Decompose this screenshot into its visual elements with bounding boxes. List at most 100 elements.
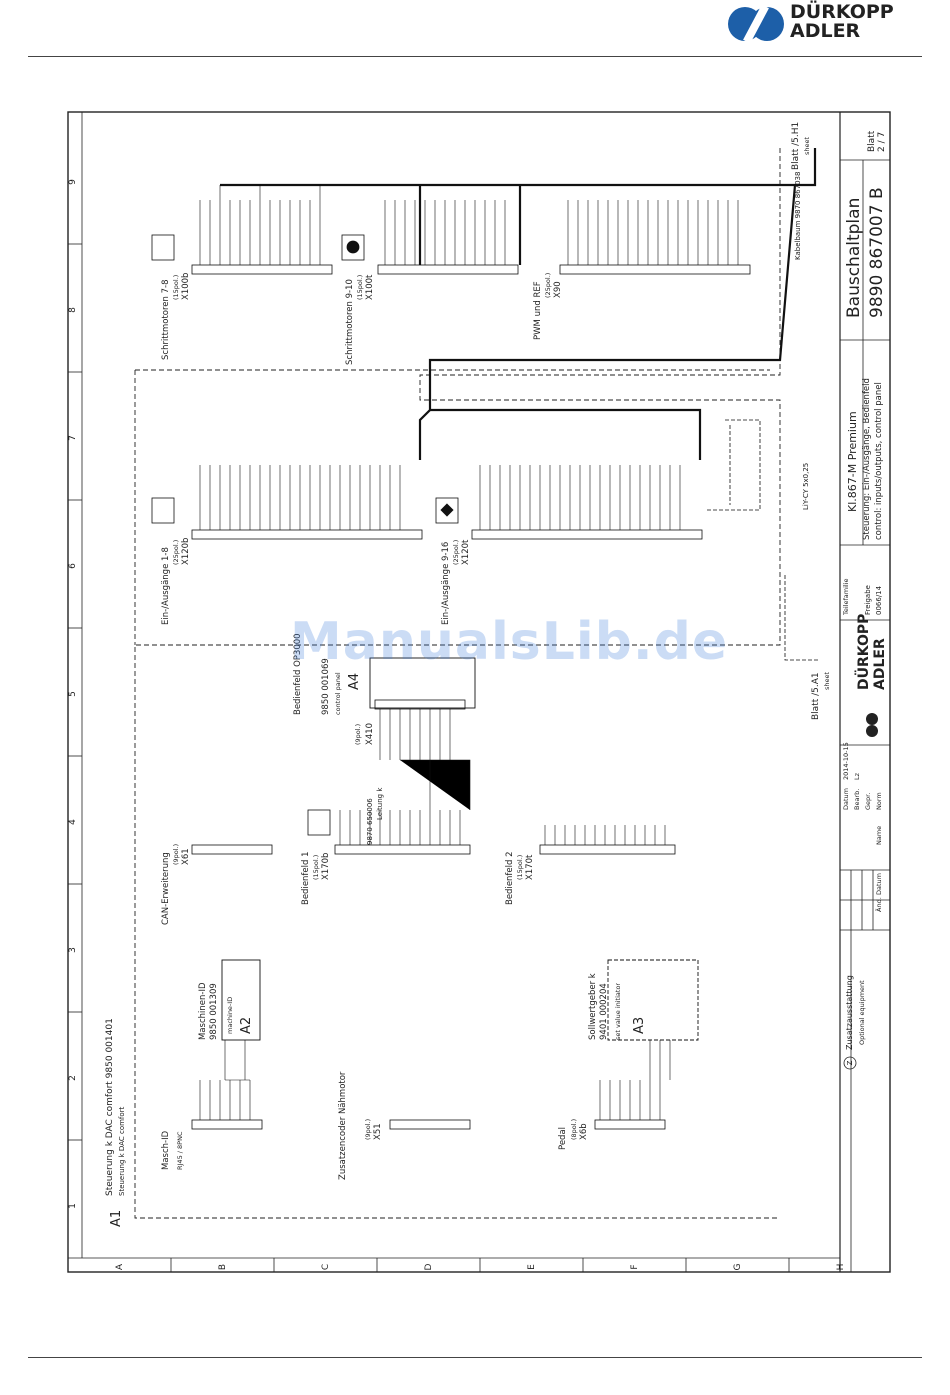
page-header-rule	[28, 56, 922, 57]
optional-note-en: Optional equipment	[858, 980, 866, 1045]
grid-row-labels: A B C D E F G H	[115, 1263, 846, 1270]
brand-logo: DÜRKOPP ADLER	[726, 2, 916, 46]
module-a2-box	[221, 959, 261, 1041]
cable-tree-label: Kabelbaum 9870 867038	[794, 172, 802, 260]
stepper-7-8-title: Schrittmotoren 7-8	[161, 279, 171, 360]
optional-symbol-icon	[843, 1056, 857, 1070]
grid-col-2: 2	[68, 1075, 78, 1081]
grid-ticks	[68, 243, 790, 1272]
can-pol: (9pol.)	[172, 844, 180, 865]
module-boxes	[221, 657, 699, 1041]
encoder-title: Zusatzencoder Nähmotor	[338, 1071, 348, 1180]
module-labels: Maschinen-ID 9850 001309 machine-ID A2 S…	[198, 633, 647, 1040]
panel1-title: Bedienfeld 1	[301, 851, 311, 905]
machine-name: Kl.867-M Premium	[846, 411, 859, 512]
io-1-8-pol: (25pol.)	[172, 540, 180, 565]
controller-a1-labels: A1 Steuerung k DAC comfort 9850 001401 S…	[105, 1018, 126, 1227]
subtitle-de: Steuerung: Ein-/Ausgänge, Bedienfeld	[862, 378, 872, 540]
masch-id-type: RJ45 / 8PNC	[176, 1131, 184, 1170]
a1-id: A1	[109, 1210, 124, 1227]
title-logo-mark-icon	[866, 713, 878, 737]
a4-connector: X410	[365, 723, 375, 745]
module-symbols	[151, 234, 459, 836]
pwm-pol: (25pol.)	[544, 273, 552, 298]
a3-id: A3	[632, 1017, 647, 1034]
a1-title-en: Steuerung k DAC comfort	[118, 1106, 126, 1196]
panel1-pol: (15pol.)	[312, 855, 320, 880]
x100b-module-icon	[151, 234, 175, 261]
brand-logo-mark-icon	[728, 4, 784, 44]
release-label: Freigabe	[864, 585, 872, 615]
ref-to-a1-sub: sheet	[823, 671, 831, 690]
drawing-number: 9890 867007 B	[867, 187, 887, 318]
a2-name: Maschinen-ID	[198, 982, 208, 1040]
io-9-16-id: X120t	[461, 539, 471, 565]
grid-col-3: 3	[68, 947, 78, 953]
encoder-pol: (9pol.)	[364, 1119, 372, 1140]
connector-pin-ticks	[199, 185, 739, 1120]
io-9-16-pol: (25pol.)	[452, 540, 460, 565]
grid-row-c: C	[321, 1264, 331, 1270]
grid-col-6: 6	[68, 563, 78, 569]
connector-titles: Schrittmotoren 7-8 (15pol.) X100b Schrit…	[161, 273, 589, 1180]
stepper-9-10-title: Schrittmotoren 9-10	[345, 279, 355, 365]
sheet-label: Blatt	[867, 130, 877, 152]
x100t-module-icon	[341, 234, 365, 261]
title-logo-line1: DÜRKOPP	[854, 614, 872, 690]
liycy-cable	[705, 419, 820, 661]
title-block	[840, 159, 890, 1272]
edited-value: Lz	[853, 772, 861, 780]
sheet-value: 2 / 7	[877, 132, 887, 152]
ref-to-h1-sub: sheet	[803, 136, 811, 155]
family-label: Teilefamilie	[842, 579, 850, 617]
liycy-label: LiY-CY 5x0,25	[802, 463, 810, 510]
grid-column-labels: 1 2 3 4 5 6 7 8 9	[68, 179, 78, 1209]
a4-sub: control panel	[334, 672, 342, 715]
a2-part: 9850 001309	[209, 983, 219, 1040]
pwm-title: PWM und REF	[533, 281, 543, 340]
pwm-id: X90	[553, 281, 563, 298]
optional-note: Z Zusatzausstattung Optional equipment	[843, 975, 866, 1070]
grid-row-e: E	[527, 1264, 537, 1270]
bus-lines	[220, 148, 817, 460]
a2-id: A2	[239, 1017, 254, 1034]
date-label: Datum	[842, 788, 850, 810]
standard-label: Norm	[875, 792, 883, 810]
x120b-module-icon	[151, 497, 175, 524]
panel2-id: X170t	[525, 854, 535, 880]
module-a4-box	[369, 657, 476, 709]
masch-id-title: Masch-ID	[161, 1130, 171, 1170]
grid-row-d: D	[424, 1263, 434, 1270]
grid-col-8: 8	[68, 307, 78, 313]
change-label: Änd.	[874, 897, 883, 912]
brand-logo-line2: ADLER	[790, 20, 861, 42]
optional-symbol: Z	[846, 1060, 854, 1065]
connector-x90	[559, 264, 751, 275]
panel1-id: X170b	[321, 853, 331, 880]
a4-pol: (9pol.)	[354, 724, 362, 745]
panel-cable-number: 9870 650006	[366, 798, 374, 845]
brand-logo-text: DÜRKOPP ADLER	[790, 3, 894, 41]
name-label: Name	[875, 826, 883, 845]
title-logo-line2: ADLER	[872, 638, 888, 690]
grid-col-5: 5	[68, 691, 78, 697]
stepper-7-8-pol: (15pol.)	[172, 275, 180, 300]
connector-x51	[389, 1119, 471, 1130]
module-a3-box	[607, 959, 699, 1041]
a3-part: 9401 000204	[599, 983, 609, 1040]
a4-name: Bedienfeld OP3000	[293, 633, 303, 715]
connector-x100t	[377, 264, 519, 275]
a3-sub: set value initiator	[614, 983, 622, 1040]
can-id: X61	[181, 848, 191, 865]
change-date-label: Datum	[875, 873, 883, 895]
a2-sub: machine-ID	[226, 997, 234, 1034]
connector-x120t	[471, 529, 703, 540]
grid-row-b: B	[218, 1264, 228, 1270]
x120t-module-icon	[435, 497, 459, 524]
grid-col-1: 1	[68, 1203, 78, 1209]
io-9-16-title: Ein-/Ausgänge 9-16	[441, 542, 451, 625]
checked-label: Gepr.	[864, 793, 872, 810]
stepper-9-10-pol: (15pol.)	[356, 275, 364, 300]
pedal-id: X6b	[579, 1123, 589, 1140]
